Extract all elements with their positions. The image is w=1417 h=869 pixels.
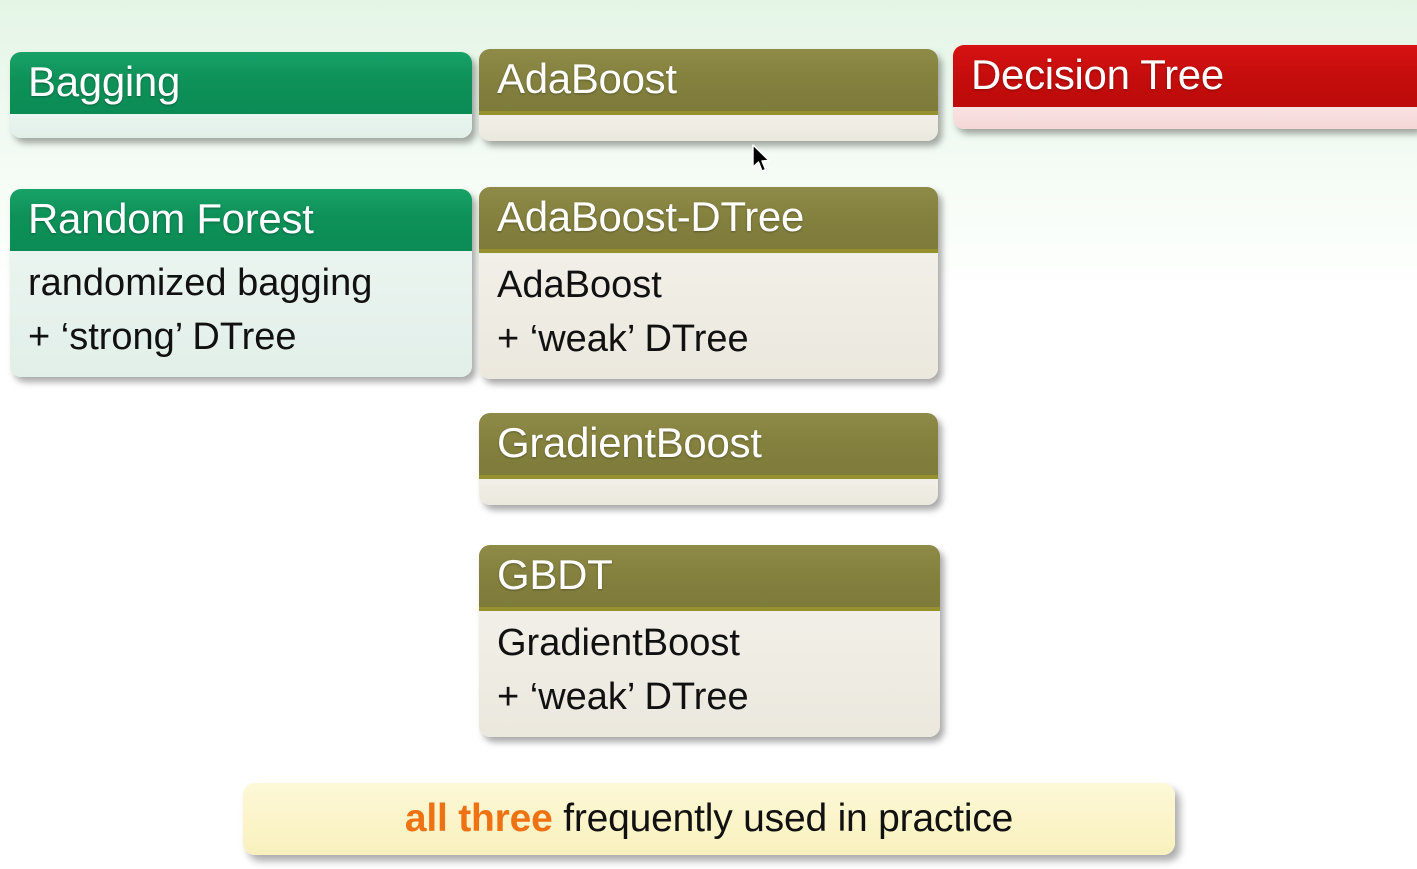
- card-adaboost-dtree-line-1: AdaBoost: [497, 264, 662, 306]
- card-random-forest-line-2: + ‘strong’ DTree: [28, 315, 297, 358]
- card-bagging-body: [10, 114, 472, 138]
- card-adaboost[interactable]: AdaBoost: [479, 49, 938, 141]
- summary-banner: all three frequently used in practice: [243, 783, 1175, 855]
- card-decision-tree-title: Decision Tree: [953, 45, 1417, 107]
- card-gbdt-body: GradientBoost + ‘weak’ DTree: [479, 611, 940, 737]
- card-adaboost-dtree-title: AdaBoost-DTree: [479, 187, 938, 253]
- card-gbdt[interactable]: GBDT GradientBoost + ‘weak’ DTree: [479, 545, 940, 737]
- card-adaboost-body: [479, 115, 938, 141]
- summary-banner-text: all three frequently used in practice: [405, 797, 1013, 841]
- card-bagging[interactable]: Bagging: [10, 52, 472, 138]
- card-adaboost-dtree-body: AdaBoost + ‘weak’ DTree: [479, 253, 938, 379]
- card-adaboost-title: AdaBoost: [479, 49, 938, 115]
- mouse-cursor: [752, 144, 774, 176]
- card-gradientboost-body: [479, 479, 938, 505]
- arrow-pointer-icon: [752, 144, 770, 172]
- card-random-forest-title: Random Forest: [10, 189, 472, 251]
- card-gradientboost-title: GradientBoost: [479, 413, 938, 479]
- card-random-forest[interactable]: Random Forest randomized bagging + ‘stro…: [10, 189, 472, 377]
- summary-banner-rest: frequently used in practice: [552, 797, 1014, 840]
- summary-banner-highlight: all three: [404, 797, 553, 840]
- card-adaboost-dtree[interactable]: AdaBoost-DTree AdaBoost + ‘weak’ DTree: [479, 187, 938, 379]
- card-random-forest-line-1: randomized bagging: [28, 262, 373, 304]
- card-decision-tree[interactable]: Decision Tree: [953, 45, 1417, 129]
- card-adaboost-dtree-line-2: + ‘weak’ DTree: [497, 317, 749, 360]
- card-gradientboost[interactable]: GradientBoost: [479, 413, 938, 505]
- card-bagging-title: Bagging: [10, 52, 472, 114]
- card-gbdt-title: GBDT: [479, 545, 940, 611]
- card-gbdt-line-2: + ‘weak’ DTree: [497, 675, 749, 718]
- card-decision-tree-body: [953, 107, 1417, 129]
- card-random-forest-body: randomized bagging + ‘strong’ DTree: [10, 251, 472, 377]
- card-gbdt-line-1: GradientBoost: [497, 622, 740, 664]
